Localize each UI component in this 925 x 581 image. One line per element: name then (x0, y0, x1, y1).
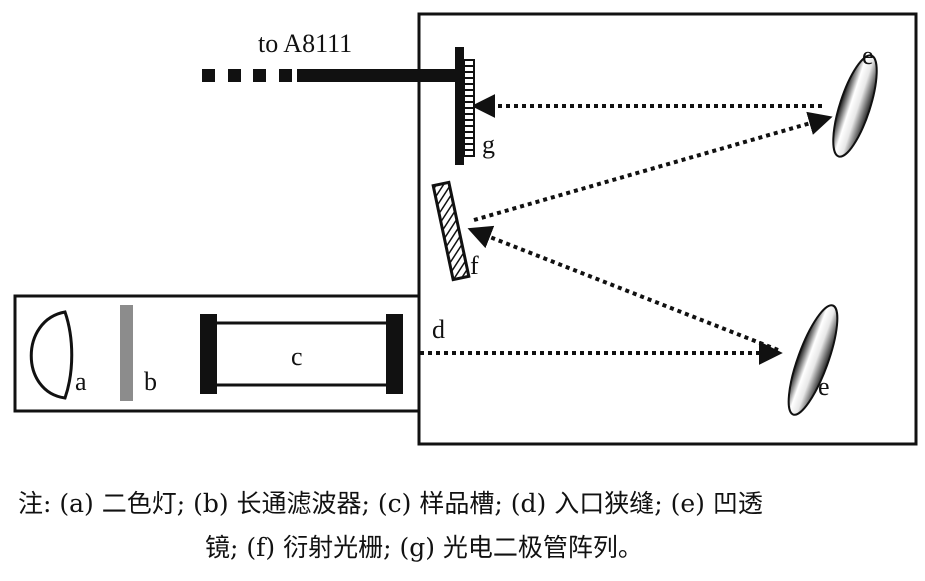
lamp-a (29, 310, 74, 400)
filter-b (120, 305, 133, 401)
label-a: a (75, 367, 87, 396)
figure-caption: 注: (a) 二色灯; (b) 长通滤波器; (c) 样品槽; (d) 入口狭缝… (0, 482, 925, 570)
label-e-top: e (862, 41, 874, 70)
concave-mirror-bottom (787, 304, 839, 416)
beam-grating-to-mirror (473, 111, 833, 222)
label-e-bottom: e (818, 372, 830, 401)
label-c: c (291, 342, 303, 371)
caption-line-2: 镜; (f) 衍射光栅; (g) 光电二极管阵列。 (205, 533, 643, 562)
label-g: g (482, 130, 495, 159)
concave-mirror-top (832, 54, 878, 158)
cable-to-a8111 (202, 69, 457, 82)
source-compartment (13, 294, 421, 413)
spectrometer-housing (417, 12, 918, 446)
label-f: f (470, 251, 479, 280)
sample-cell-c (200, 314, 403, 394)
caption-line-1: 注: (a) 二色灯; (b) 长通滤波器; (c) 样品槽; (d) 入口狭缝… (18, 489, 763, 518)
beam-mirror-to-grating (467, 225, 779, 352)
photodiode-array-g (455, 47, 475, 165)
label-d: d (432, 315, 445, 344)
label-b: b (144, 367, 157, 396)
spectrometer-diagram: to A8111 a b c d e f e (13, 12, 918, 446)
connection-label: to A8111 (258, 29, 352, 58)
diffraction-grating-f (431, 180, 471, 282)
